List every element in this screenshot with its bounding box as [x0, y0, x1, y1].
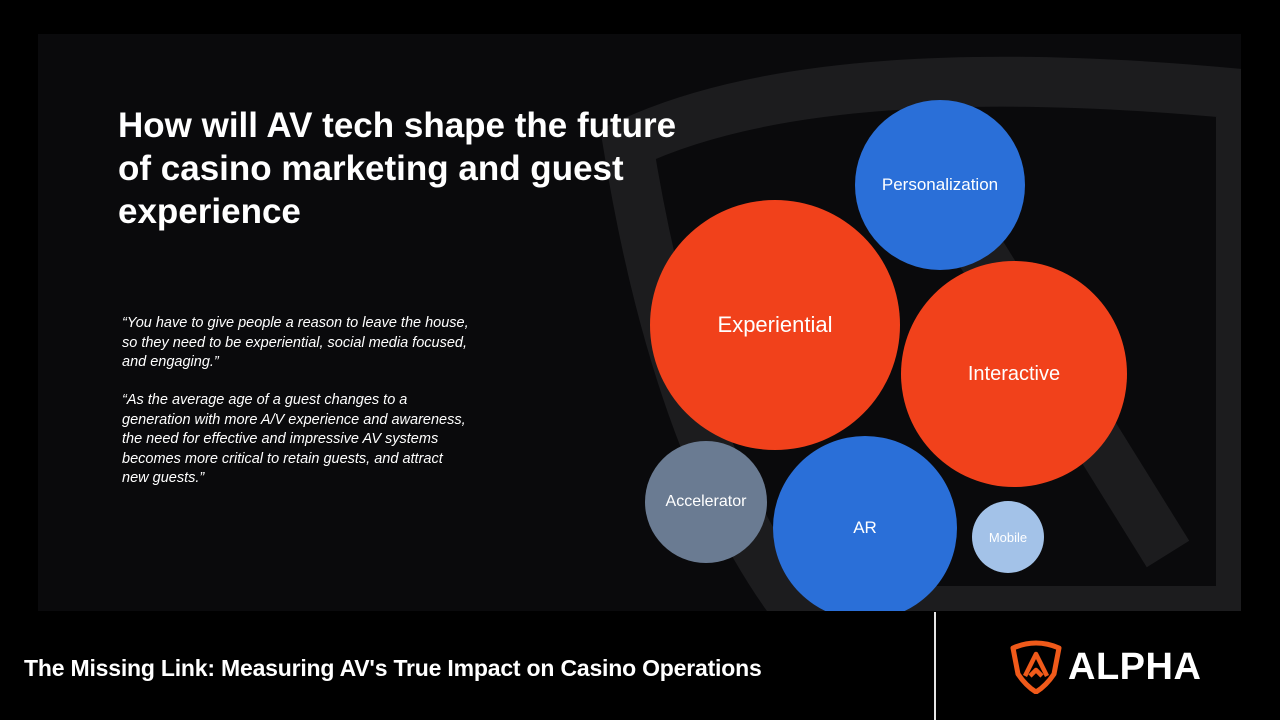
- bubble-experiential: Experiential: [650, 200, 900, 450]
- quote-1: “You have to give people a reason to lea…: [122, 315, 469, 370]
- presentation-slide: How will AV tech shape the future of cas…: [38, 34, 1241, 611]
- bubble-label: Personalization: [881, 175, 999, 194]
- alpha-logo: ALPHA: [1010, 640, 1201, 694]
- alpha-shield-icon: [1010, 640, 1062, 694]
- bubble-label: Accelerator: [665, 493, 747, 510]
- bubble-personalization: Personalization: [855, 100, 1025, 270]
- bubble-interactive: Interactive: [901, 261, 1127, 487]
- bubble-mobile: Mobile: [972, 501, 1044, 573]
- footer-title: The Missing Link: Measuring AV's True Im…: [24, 655, 762, 681]
- footer-divider: [934, 612, 936, 720]
- bubble-accelerator: Accelerator: [645, 441, 767, 563]
- quote-2: “As the average age of a guest changes t…: [122, 392, 466, 486]
- bubble-label: Interactive: [967, 362, 1061, 385]
- logo-text: ALPHA: [1068, 645, 1202, 688]
- bubble-ar: AR: [773, 436, 957, 611]
- bubble-label: Experiential: [717, 312, 833, 337]
- bubble-label: AR: [853, 518, 877, 537]
- slide-title: How will AV tech shape the future of cas…: [118, 106, 677, 231]
- bubble-label: Mobile: [988, 529, 1028, 545]
